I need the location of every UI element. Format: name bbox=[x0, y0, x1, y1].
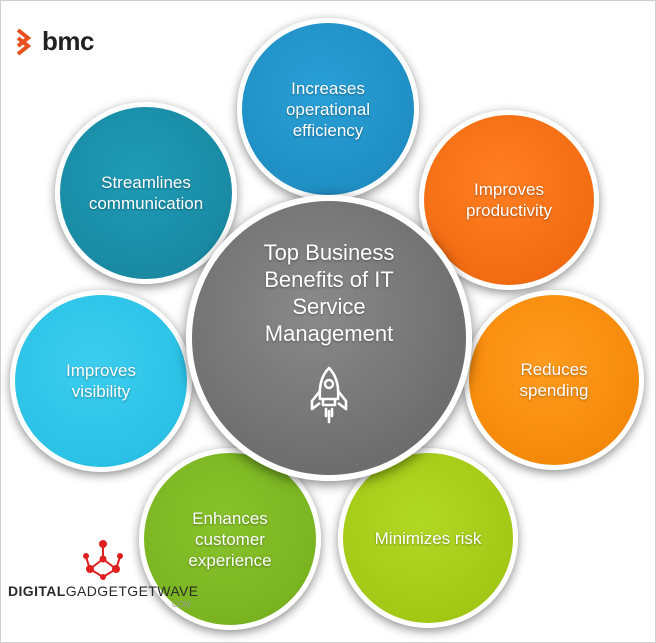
center-title: Top Business Benefits of IT Service Mana… bbox=[212, 239, 446, 347]
benefit-visibility: Improves visibility bbox=[10, 290, 192, 472]
bmc-logo-text: bmc bbox=[42, 26, 94, 56]
digitalgadgetgetwave-watermark: DIGITALGADGETGETWAVE COM bbox=[8, 537, 218, 617]
watermark-subtext: COM bbox=[172, 600, 191, 609]
benefit-label-line: Reduces bbox=[520, 360, 588, 379]
benefit-label-line: Increases bbox=[291, 78, 365, 98]
center-title-line: Service bbox=[292, 294, 366, 319]
watermark-text: DIGITALGADGETGETWAVE bbox=[8, 583, 199, 599]
rocket-icon bbox=[310, 366, 348, 424]
center-title-line: Top Business bbox=[263, 240, 395, 265]
watermark-text-rest: GADGETGETWAVE bbox=[65, 583, 199, 599]
bmc-logo-icon bbox=[16, 27, 32, 56]
benefit-label-line: spending bbox=[519, 381, 589, 400]
benefit-label-line: customer bbox=[195, 529, 265, 549]
center-title-line: Management bbox=[264, 321, 394, 346]
benefit-label-line: visibility bbox=[71, 382, 131, 401]
benefit-label-line: Streamlines bbox=[101, 173, 191, 192]
benefit-label-line: Improves bbox=[66, 361, 136, 380]
benefit-spending: Reduces spending bbox=[464, 290, 644, 470]
bmc-logo: bmc bbox=[14, 26, 94, 57]
benefit-label-line: experience bbox=[188, 550, 272, 570]
benefit-operational-efficiency: Increases operational efficiency bbox=[237, 18, 419, 200]
center-title-line: Benefits of IT bbox=[264, 267, 394, 292]
molecule-logo-icon bbox=[83, 540, 123, 580]
center-title-circle: Top Business Benefits of IT Service Mana… bbox=[186, 195, 472, 481]
benefit-label-line: Minimizes risk bbox=[374, 528, 482, 548]
benefit-label-line: Improves bbox=[474, 180, 544, 199]
benefit-communication: Streamlines communication bbox=[55, 102, 237, 284]
benefit-label-line: Enhances bbox=[192, 508, 268, 528]
benefit-risk: Minimizes risk bbox=[338, 448, 518, 628]
benefit-customer-experience: Enhances customer experience bbox=[139, 448, 321, 630]
benefit-label-line: productivity bbox=[466, 201, 552, 220]
benefit-label-line: communication bbox=[88, 194, 204, 213]
watermark-text-bold: DIGITAL bbox=[8, 583, 66, 599]
benefit-label-line: efficiency bbox=[292, 120, 364, 140]
benefit-label-line: operational bbox=[285, 99, 371, 119]
